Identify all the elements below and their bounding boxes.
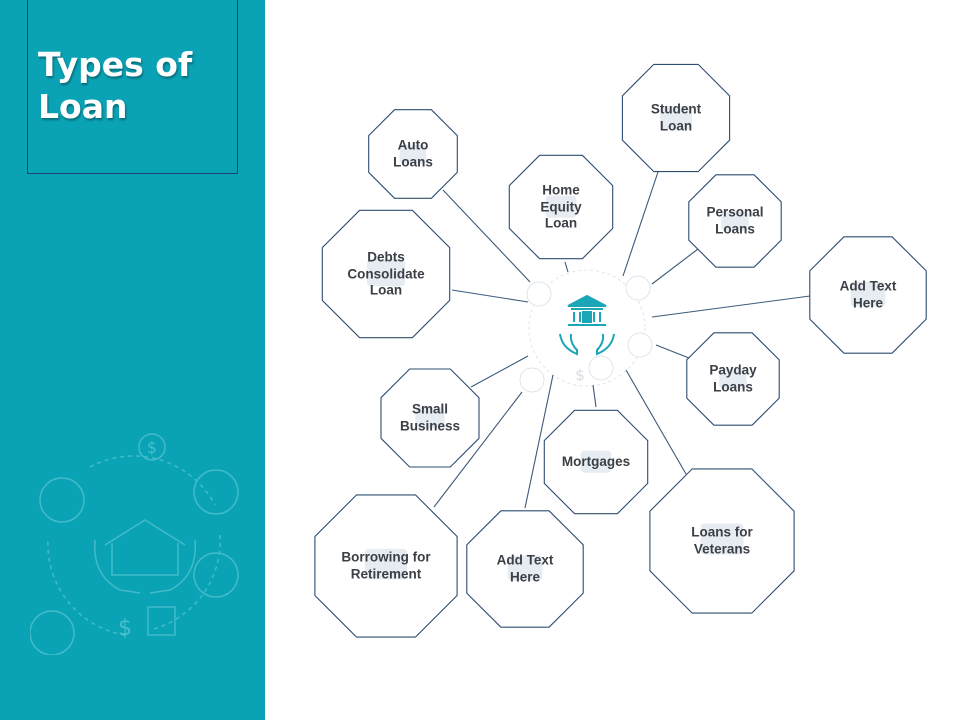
car-circle-icon: [193, 552, 239, 598]
debts-consolidate-loan-node: [321, 209, 451, 339]
auto-loans-node: [368, 109, 458, 199]
money-bag-icon: [364, 548, 408, 580]
auto-loans-connector: [442, 189, 531, 283]
payday-loans-label: Payday Loans: [709, 362, 757, 395]
svg-text:$: $: [147, 438, 157, 457]
loans-for-veterans-connector: [625, 369, 687, 475]
house-circle-icon: [39, 477, 85, 523]
graduation-cap-icon: [660, 106, 692, 130]
small-business-connector: [470, 355, 529, 388]
shield-icon: [700, 523, 744, 555]
loans-for-veterans-label: Loans for Veterans: [691, 524, 753, 557]
page-title: Types of Loan: [38, 45, 193, 126]
money-mini-icon: [625, 275, 651, 301]
connector-lines: [433, 171, 811, 509]
auto-loans-label: Auto Loans: [393, 137, 433, 170]
borrowing-for-retirement-node: [314, 494, 458, 638]
title-frame: [27, 0, 238, 174]
debts-consolidate-loan-connector: [451, 289, 529, 303]
add-text-here-right-node: [809, 236, 927, 354]
small-business-node: [380, 368, 480, 468]
mortgages-connector: [592, 384, 597, 408]
sidebar-house-illustration: $ $: [30, 433, 239, 655]
coin-mini-icon: [519, 367, 545, 393]
add-text-here-bottom-connector: [524, 374, 554, 509]
receipt-icon: [147, 606, 176, 636]
personal-loans-connector: [651, 248, 699, 285]
calculator-icon: [850, 281, 886, 307]
home-equity-loan-node: [508, 154, 614, 260]
payday-loans-node: [686, 332, 780, 426]
center-hub: $: [519, 269, 653, 393]
house-icon: [104, 519, 186, 576]
add-text-here-bottom-node: [466, 510, 584, 628]
personal-loans-node: [688, 174, 782, 268]
payday-loans-connector: [655, 344, 690, 359]
student-loan-connector: [622, 171, 659, 277]
add-text-here-right-label: Add Text Here: [839, 278, 897, 311]
car-icon: [399, 144, 427, 164]
document-icon: [367, 259, 405, 287]
calendar-icon: [719, 369, 747, 390]
car-front-icon: [507, 555, 543, 581]
hand-holding-house-icon: [545, 195, 577, 218]
dollar-coin-icon: [138, 433, 166, 461]
person-icon: [721, 211, 749, 232]
borrowing-for-retirement-connector: [433, 391, 523, 508]
svg-text:$: $: [118, 616, 132, 641]
add-text-here-right-connector: [651, 295, 811, 318]
student-loan-node: [621, 63, 731, 173]
hands-icon: [93, 539, 197, 594]
accent-sidebar: [0, 0, 265, 720]
add-text-here-bottom-label: Add Text Here: [496, 552, 554, 585]
home-equity-loan-connector: [564, 261, 569, 273]
debts-consolidate-loan-label: Debts Consolidate Loan: [347, 249, 425, 298]
home-equity-loan-label: Home Equity Loan: [540, 182, 582, 231]
home-mini-icon: [526, 281, 552, 307]
student-loan-label: Student Loan: [650, 101, 702, 134]
car-mini-icon: [627, 332, 653, 358]
svg-text:$: $: [575, 366, 585, 384]
coins-circle-icon: [30, 610, 75, 655]
storefront-icon: [415, 407, 445, 429]
mortgages-label: Mortgages: [561, 453, 631, 469]
loans-for-veterans-node: [649, 468, 795, 614]
house-icon: [580, 450, 612, 473]
money-circle-icon: [193, 469, 239, 515]
personal-loans-label: Personal Loans: [706, 204, 764, 237]
receipt-mini-icon: [588, 355, 614, 381]
small-business-label: Small Business: [399, 401, 461, 434]
borrowing-for-retirement-label: Borrowing for Retirement: [341, 549, 431, 582]
loan-nodes: [314, 63, 927, 638]
mortgages-node: [543, 409, 649, 515]
center-bank-icon: [559, 294, 615, 356]
